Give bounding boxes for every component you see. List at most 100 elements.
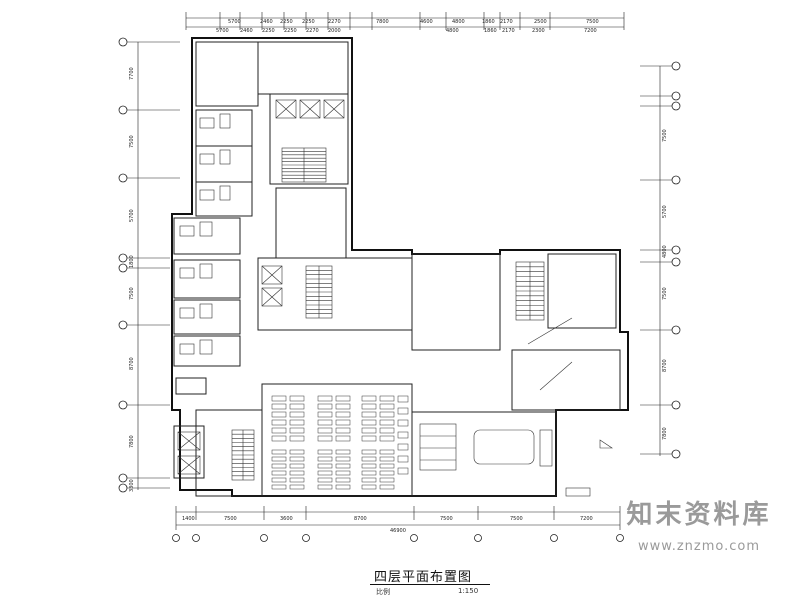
top-dim-5: 2270	[328, 19, 341, 25]
bottom-dim-5: 7500	[440, 516, 453, 522]
elevators-left	[173, 425, 205, 479]
bottom-dimension-chain: 1400 7500 3600 8700 7500 7500 7200 46900	[172, 506, 624, 542]
top-sub-dim-3: 2250	[262, 28, 275, 34]
right-dim-4: 7500	[662, 287, 668, 300]
washroom-block	[411, 253, 501, 351]
top-dim-9: 1860	[482, 19, 495, 25]
top-dimension-chain: 5700 2460 2250 2250 2270 7800 4600 4800 …	[185, 12, 625, 34]
left-dim-4: 1800	[129, 255, 135, 268]
left-dim-7: 7800	[129, 435, 135, 448]
right-dim-2: 5700	[662, 205, 668, 218]
scale-value: 1:150	[458, 587, 479, 595]
upper-suite	[257, 41, 349, 95]
bottom-dim-4: 8700	[354, 516, 367, 522]
grid-bubble-right-7	[671, 325, 681, 335]
grid-bubble-bottom-4	[302, 534, 310, 542]
grid-bubble-right-2	[671, 91, 681, 101]
top-dim-10: 2170	[500, 19, 513, 25]
top-dim-7: 4600	[420, 19, 433, 25]
grid-bubble-left-6	[118, 320, 128, 330]
bottom-dim-7: 7200	[580, 516, 593, 522]
top-sub-dim-10: 2300	[532, 28, 545, 34]
left-dim-5: 7500	[129, 287, 135, 300]
elevator-core	[269, 93, 349, 185]
grid-bubble-left-7	[118, 400, 128, 410]
bottom-dim-3: 3600	[280, 516, 293, 522]
grid-bubble-bottom-1	[172, 534, 180, 542]
conference-table	[419, 423, 553, 471]
grid-bubble-left-4	[118, 253, 128, 263]
top-sub-dim-6: 2000	[328, 28, 341, 34]
top-sub-dim-8: 1860	[484, 28, 497, 34]
top-sub-dim-7: 4800	[446, 28, 459, 34]
leader-lines	[527, 317, 613, 497]
top-sub-dim-11: 7200	[584, 28, 597, 34]
left-dim-3: 5700	[129, 209, 135, 222]
building-outline	[171, 37, 629, 497]
left-dim-1: 7700	[129, 67, 135, 80]
scale-label: 比例	[376, 588, 390, 596]
top-dim-11: 2500	[534, 19, 547, 25]
top-dim-6: 7800	[376, 19, 389, 25]
grid-bubble-right-9	[671, 449, 681, 459]
top-sub-dim-9: 2170	[502, 28, 515, 34]
left-dim-6: 8700	[129, 357, 135, 370]
bottom-dim-2: 7500	[224, 516, 237, 522]
right-dim-6: 7800	[662, 427, 668, 440]
top-sub-dim-1: 5700	[216, 28, 229, 34]
grid-bubble-left-2	[118, 105, 128, 115]
stair-core-mid	[257, 257, 413, 331]
right-dim-5: 8700	[662, 359, 668, 372]
top-dim-1: 5700	[228, 19, 241, 25]
right-dim-3: 4800	[662, 245, 668, 258]
grid-bubble-bottom-6	[474, 534, 482, 542]
drawing-title: 四层平面布置图	[374, 570, 473, 585]
meeting-rooms	[411, 411, 557, 497]
service-rooms	[275, 187, 347, 259]
lobby-right	[511, 349, 621, 411]
grid-bubble-bottom-7	[550, 534, 558, 542]
stair-left	[195, 409, 263, 497]
top-sub-dim-4: 2250	[284, 28, 297, 34]
top-dim-4: 2250	[302, 19, 315, 25]
right-dim-1: 7500	[662, 129, 668, 142]
classroom-seating	[271, 395, 409, 490]
grid-bubble-right-5	[671, 245, 681, 255]
grid-bubble-right-4	[671, 175, 681, 185]
elevator-marks	[177, 99, 345, 475]
watermark: 知末资料库 www.znzmo.com	[614, 494, 784, 554]
grid-bubble-right-1	[671, 61, 681, 71]
top-dim-2: 2460	[260, 19, 273, 25]
title-underline	[370, 584, 490, 585]
grid-bubble-left-8	[118, 473, 128, 483]
left-dim-8: 3300	[129, 479, 135, 492]
top-sub-dim-5: 2270	[306, 28, 319, 34]
top-dim-12: 7500	[586, 19, 599, 25]
grid-bubble-left-9	[118, 483, 128, 493]
small-room-left	[175, 377, 207, 395]
grid-bubble-left-3	[118, 173, 128, 183]
left-dim-2: 7500	[129, 135, 135, 148]
top-sub-dim-2: 2460	[240, 28, 253, 34]
watermark-brand: 知末资料库	[626, 500, 772, 530]
grid-bubble-right-6	[671, 257, 681, 267]
grid-bubble-bottom-8	[616, 534, 624, 542]
grid-bubble-bottom-2	[192, 534, 200, 542]
grid-bubble-bottom-5	[410, 534, 418, 542]
grid-bubble-right-3	[671, 101, 681, 111]
left-grid-axis: 7700 7500 5700 1800 7500 8700 7800 3300	[118, 37, 180, 493]
upper-left-room	[195, 41, 259, 107]
bottom-total-dim: 46900	[390, 528, 406, 534]
top-dim-3: 2250	[280, 19, 293, 25]
bottom-dim-1: 1400	[182, 516, 195, 522]
grid-bubble-left-5	[118, 263, 128, 273]
right-grid-axis: 7500 5700 4800 7500 8700 7800	[640, 61, 681, 459]
right-hall	[547, 253, 617, 329]
bottom-dim-6: 7500	[510, 516, 523, 522]
stair-hatch	[231, 147, 545, 481]
grid-bubble-bottom-3	[260, 534, 268, 542]
grid-bubble-right-8	[671, 400, 681, 410]
grid-bubble-left-1	[118, 37, 128, 47]
watermark-url: www.znzmo.com	[637, 539, 760, 554]
